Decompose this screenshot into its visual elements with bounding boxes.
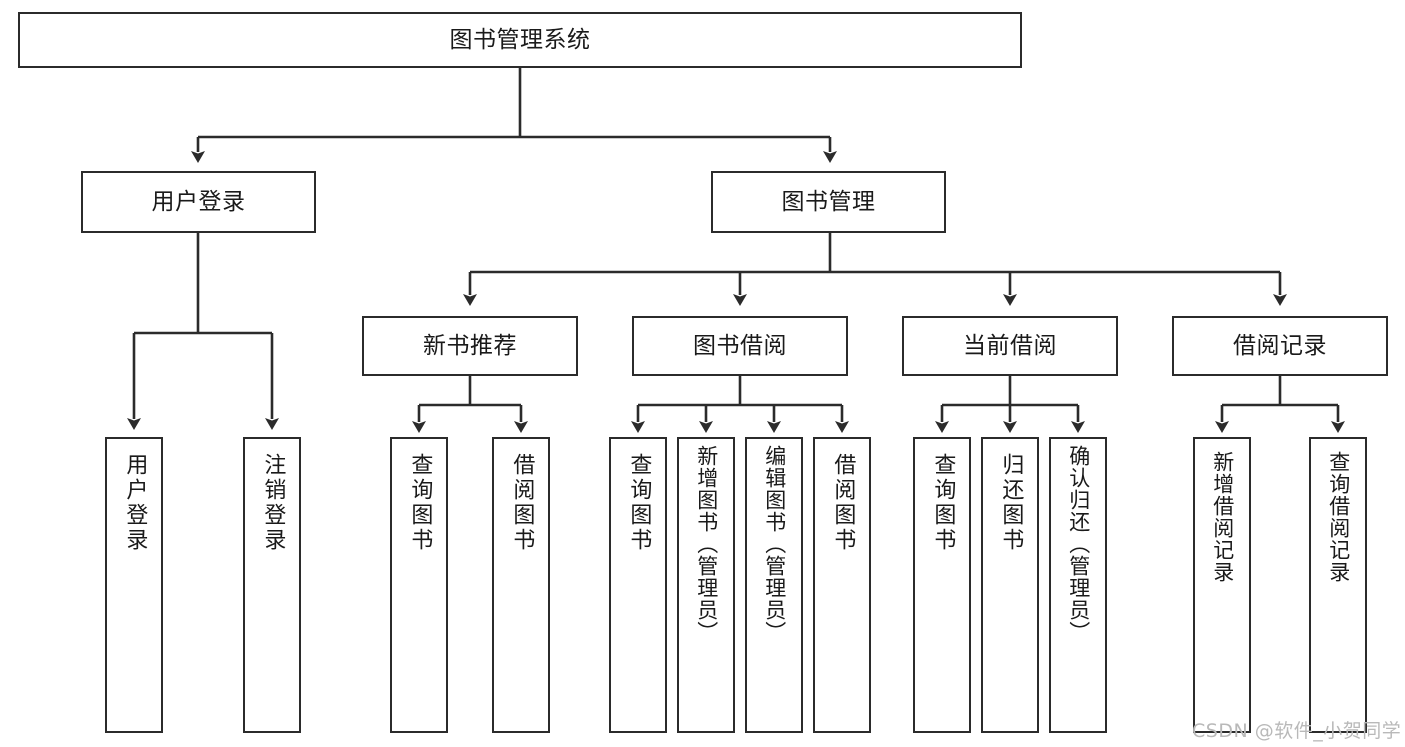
node-borrow-record[interactable]: 借阅记录 <box>1172 316 1388 376</box>
node-leaf-query-book-1[interactable]: 查询图书 <box>390 437 448 733</box>
node-current-borrow-label: 当前借阅 <box>963 332 1057 359</box>
node-leaf-borrow-book-1-label: 借阅图书 <box>509 453 535 553</box>
node-leaf-borrow-book-2[interactable]: 借阅图书 <box>813 437 871 733</box>
node-leaf-return-book[interactable]: 归还图书 <box>981 437 1039 733</box>
node-leaf-borrow-book-2-label: 借阅图书 <box>830 453 856 553</box>
node-current-borrow[interactable]: 当前借阅 <box>902 316 1118 376</box>
node-leaf-logout-login[interactable]: 注销登录 <box>243 437 301 733</box>
node-leaf-confirm-return[interactable]: 确认归还（管理员） <box>1049 437 1107 733</box>
node-new-book-recommend[interactable]: 新书推荐 <box>362 316 578 376</box>
node-leaf-edit-book[interactable]: 编辑图书（管理员） <box>745 437 803 733</box>
node-book-manage-label: 图书管理 <box>781 188 876 215</box>
node-leaf-add-record-label: 新增借阅记录 <box>1210 451 1235 583</box>
node-leaf-query-record[interactable]: 查询借阅记录 <box>1309 437 1367 733</box>
node-book-borrow[interactable]: 图书借阅 <box>632 316 848 376</box>
node-book-manage[interactable]: 图书管理 <box>711 171 946 233</box>
node-user-login[interactable]: 用户登录 <box>81 171 316 233</box>
node-leaf-query-book-3-label: 查询图书 <box>930 453 956 553</box>
node-leaf-user-login[interactable]: 用户登录 <box>105 437 163 733</box>
node-leaf-query-record-label: 查询借阅记录 <box>1326 451 1351 583</box>
node-new-book-recommend-label: 新书推荐 <box>423 332 517 359</box>
node-leaf-query-book-3[interactable]: 查询图书 <box>913 437 971 733</box>
node-leaf-borrow-book-1[interactable]: 借阅图书 <box>492 437 550 733</box>
node-leaf-return-book-label: 归还图书 <box>998 453 1024 553</box>
node-leaf-logout-login-label: 注销登录 <box>260 453 286 553</box>
csdn-watermark: CSDN @软件_小贺同学 <box>1192 720 1402 742</box>
node-root[interactable]: 图书管理系统 <box>18 12 1022 68</box>
node-book-borrow-label: 图书借阅 <box>693 332 787 359</box>
node-leaf-confirm-return-label: 确认归还（管理员） <box>1066 445 1091 643</box>
node-leaf-query-book-2-label: 查询图书 <box>626 453 652 553</box>
node-leaf-add-book[interactable]: 新增图书（管理员） <box>677 437 735 733</box>
node-leaf-edit-book-label: 编辑图书（管理员） <box>762 445 787 643</box>
node-leaf-add-book-label: 新增图书（管理员） <box>694 445 719 643</box>
node-root-label: 图书管理系统 <box>449 26 591 53</box>
node-leaf-query-book-1-label: 查询图书 <box>407 453 433 553</box>
node-user-login-label: 用户登录 <box>151 188 246 215</box>
node-leaf-add-record[interactable]: 新增借阅记录 <box>1193 437 1251 733</box>
node-leaf-user-login-label: 用户登录 <box>122 453 148 553</box>
node-leaf-query-book-2[interactable]: 查询图书 <box>609 437 667 733</box>
node-borrow-record-label: 借阅记录 <box>1233 332 1327 359</box>
